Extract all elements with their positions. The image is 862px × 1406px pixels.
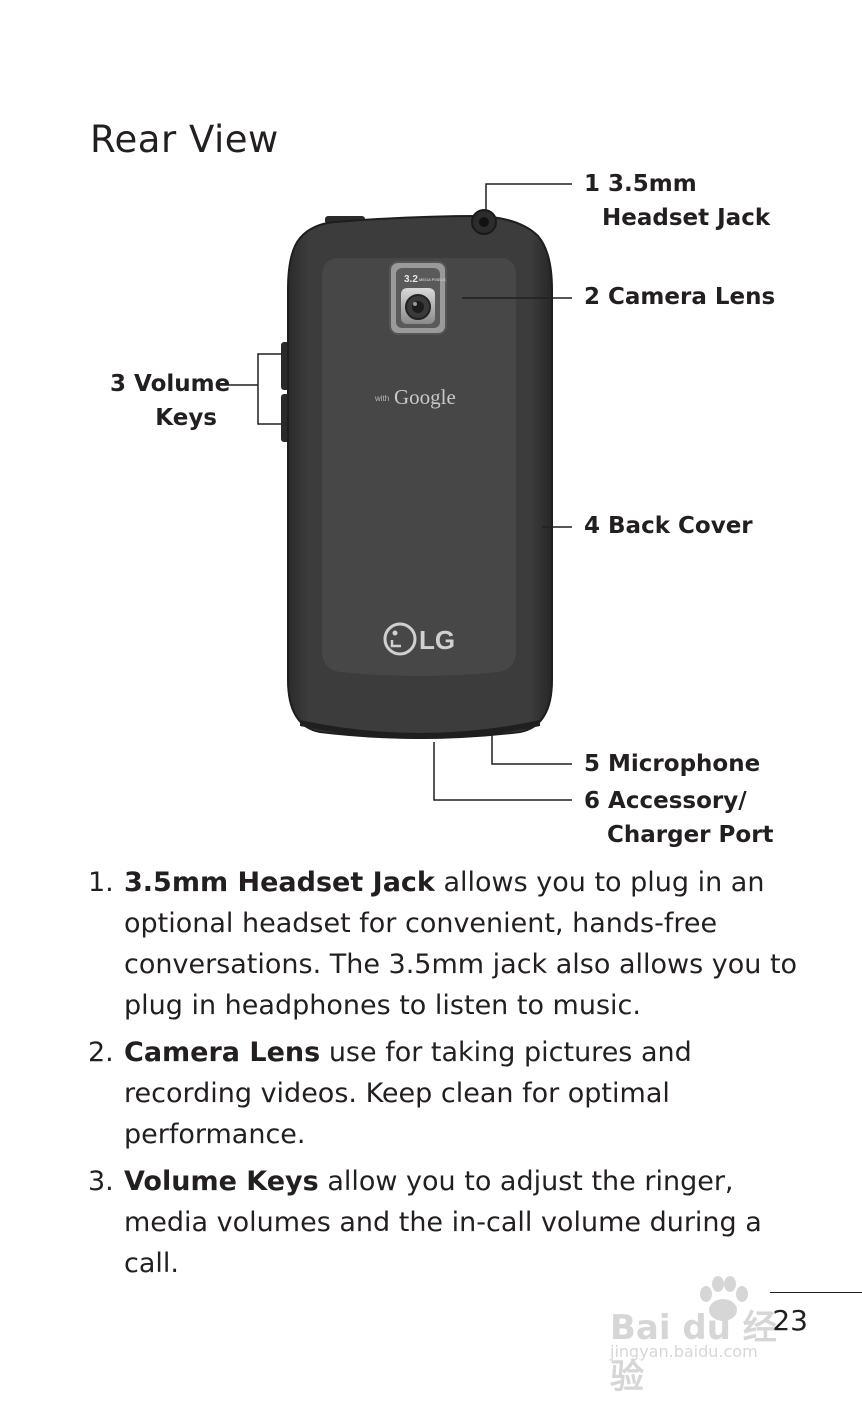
back-cover-panel — [322, 258, 516, 676]
lg-brand: LG — [419, 625, 455, 655]
callout-label: Accessory/ — [608, 788, 747, 814]
list-item-number: 3. — [88, 1166, 114, 1197]
lg-logo: LG — [383, 622, 455, 656]
list-item-number: 1. — [88, 867, 114, 898]
callout-label: 3.5mm — [608, 171, 697, 197]
callout-number: 2 — [584, 284, 601, 310]
callout-headset-jack: 1 3.5mm Headset Jack — [584, 167, 770, 235]
watermark: Bai du 经验 jingyan.baidu.com — [610, 1270, 810, 1397]
list-item-text: allow you to adjust the ringer, media vo… — [124, 1166, 762, 1279]
list-item-term: 3.5mm Headset Jack — [124, 867, 435, 898]
leader-lines — [217, 183, 572, 801]
camera-badge-number: 3.2 — [404, 274, 418, 285]
callout-label: Volume — [134, 371, 231, 397]
watermark-url: jingyan.baidu.com — [610, 1342, 758, 1361]
page-number: 23 — [772, 1304, 808, 1337]
leader-volume-bracket — [257, 353, 281, 425]
callout-label: Microphone — [608, 751, 761, 777]
callout-number: 4 — [584, 513, 601, 539]
leader-charger-port — [433, 742, 572, 801]
page-number-rule — [770, 1292, 862, 1293]
list-item: 1. 3.5mm Headset Jack allows you to plug… — [88, 862, 808, 1026]
callout-number: 1 — [584, 171, 601, 197]
list-item-term: Volume Keys — [124, 1166, 319, 1197]
callout-back-cover: 4 Back Cover — [584, 509, 753, 543]
callout-camera-lens: 2 Camera Lens — [584, 280, 775, 314]
list-item: 3. Volume Keys allow you to adjust the r… — [88, 1161, 808, 1284]
callout-label-line2: Headset Jack — [602, 205, 771, 231]
callout-volume-keys: 3 Volume Keys — [110, 367, 230, 435]
list-item-text: allows you to plug in an optional headse… — [124, 867, 798, 1021]
feature-description-list: 1. 3.5mm Headset Jack allows you to plug… — [88, 862, 808, 1290]
callout-number: 6 — [584, 788, 601, 814]
callout-charger-port: 6 Accessory/ Charger Port — [584, 784, 774, 852]
paw-icon — [700, 1276, 748, 1321]
list-item-text: use for taking pictures and recording vi… — [124, 1037, 692, 1150]
camera-badge-text: MEGA PIXELS — [419, 277, 446, 282]
callout-number: 3 — [110, 371, 127, 397]
google-logo: Google — [394, 385, 456, 409]
callout-label-line2: Keys — [155, 405, 217, 431]
callout-label: Back Cover — [608, 513, 753, 539]
watermark-brand: Bai du 经验 — [610, 1308, 777, 1397]
list-item: 2. Camera Lens use for taking pictures a… — [88, 1032, 808, 1155]
callout-label-line2: Charger Port — [607, 822, 774, 848]
google-prefix: with — [374, 394, 389, 403]
page-title: Rear View — [90, 118, 279, 161]
leader-microphone — [491, 734, 572, 765]
list-item-term: Camera Lens — [124, 1037, 321, 1068]
leader-headset-jack — [485, 183, 572, 212]
phone-rear-diagram: 3.2 MEGA PIXELS with Google LG — [217, 183, 572, 801]
list-item-number: 2. — [88, 1037, 114, 1068]
phone-bottom-rim — [300, 720, 540, 739]
callout-label: Camera Lens — [608, 284, 776, 310]
callout-number: 5 — [584, 751, 601, 777]
callout-microphone: 5 Microphone — [584, 747, 760, 781]
